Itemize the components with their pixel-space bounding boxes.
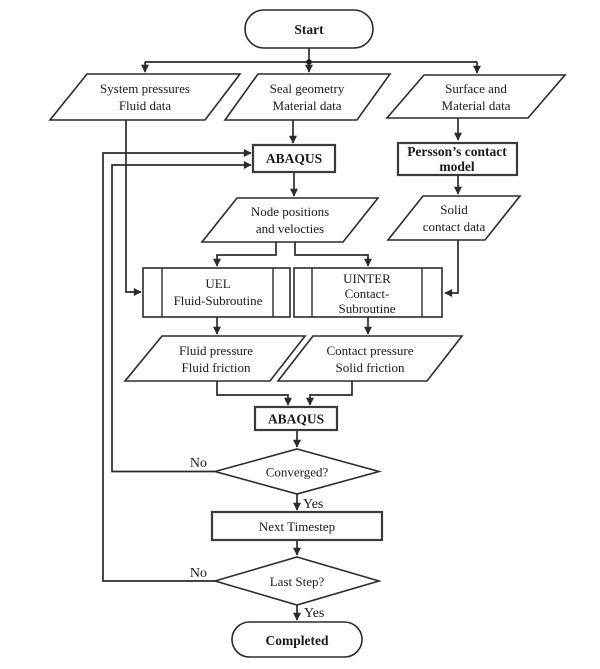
- converged-label: Converged?: [266, 465, 329, 480]
- fluid-pressure-line2: Fluid friction: [182, 360, 251, 375]
- edge-converged-no-feedback: [111, 161, 252, 473]
- node-fluid-pressure: Fluid pressure Fluid friction: [123, 335, 307, 382]
- node-contact-pressure: Contact pressure Solid friction: [276, 335, 464, 382]
- seal-geometry-line1: Seal geometry: [270, 81, 345, 96]
- completed-label: Completed: [266, 633, 329, 648]
- surface-material-line2: Material data: [442, 98, 511, 113]
- node-completed: Completed: [231, 621, 363, 658]
- abaqus1-rect: [251, 143, 337, 174]
- surface-material-line1: Surface and: [445, 81, 507, 96]
- persson-line2: model: [439, 159, 474, 174]
- start-label: Start: [294, 22, 324, 37]
- edge-node-positions-to-uel: [213, 242, 277, 267]
- seal-geometry-line2: Material data: [273, 98, 342, 113]
- uinter-line2: Contact-: [345, 286, 390, 301]
- node-positions-line1: Node positions: [251, 204, 329, 219]
- system-pressures-parallelogram: [48, 73, 242, 121]
- system-pressures-line2: Fluid data: [119, 98, 172, 113]
- edge-contact-pressure-to-abaqus2: [306, 381, 353, 406]
- contact-pressure-parallelogram: [276, 335, 464, 382]
- node-abaqus-2: ABAQUS: [253, 405, 339, 432]
- node-start: Start: [244, 9, 374, 49]
- last-step-label: Last Step?: [270, 574, 325, 589]
- converged-yes-label: Yes: [303, 497, 323, 512]
- edge-solid-contact-to-uinter: [444, 240, 459, 297]
- last-step-no-label: No: [190, 566, 207, 581]
- node-solid-contact: Solid contact data: [386, 195, 522, 241]
- edge-fluid-pressure-to-abaqus2: [216, 381, 292, 406]
- node-positions-line2: and velocties: [256, 221, 324, 236]
- uinter-line1: UINTER: [343, 271, 391, 286]
- node-uel: UEL Fluid-Subroutine: [142, 267, 291, 318]
- abaqus2-rect: [253, 405, 339, 432]
- node-persson: Persson’s contact model: [396, 141, 519, 177]
- system-pressures-line1: System pressures: [100, 81, 190, 96]
- uel-rect: [142, 267, 291, 318]
- uel-line1: UEL: [205, 276, 230, 291]
- fluid-pressure-line1: Fluid pressure: [179, 343, 253, 358]
- abaqus1-label: ABAQUS: [266, 151, 322, 166]
- edge-node-positions-to-uinter: [294, 242, 372, 267]
- persson-rect: [396, 141, 519, 177]
- surface-material-parallelogram: [385, 74, 567, 119]
- converged-no-label: No: [190, 456, 207, 471]
- contact-pressure-line1: Contact pressure: [326, 343, 413, 358]
- abaqus2-label: ABAQUS: [268, 412, 324, 427]
- contact-pressure-line2: Solid friction: [336, 360, 405, 375]
- uinter-rect: [293, 267, 443, 318]
- nodes: Start System pressures Fluid data Seal g…: [48, 9, 567, 658]
- last-step-diamond: [212, 556, 382, 606]
- solid-contact-line2: contact data: [423, 219, 486, 234]
- next-timestep-rect: [210, 510, 384, 542]
- solid-contact-parallelogram: [386, 195, 522, 241]
- last-step-yes-label: Yes: [304, 606, 324, 621]
- seal-geometry-parallelogram: [223, 73, 392, 121]
- node-node-positions: Node positions and velocties: [200, 197, 380, 243]
- completed-terminator-shape: [231, 621, 363, 658]
- persson-line1: Persson’s contact: [407, 144, 507, 159]
- converged-diamond: [211, 448, 383, 495]
- edges: [102, 48, 481, 621]
- node-system-pressures: System pressures Fluid data: [48, 73, 242, 121]
- edge-labels: No Yes No Yes: [190, 456, 325, 621]
- node-converged: Converged?: [211, 448, 383, 495]
- node-seal-geometry: Seal geometry Material data: [223, 73, 392, 121]
- edge-last-step-no-feedback: [102, 149, 252, 582]
- node-abaqus-1: ABAQUS: [251, 143, 337, 174]
- uel-line2: Fluid-Subroutine: [174, 293, 263, 308]
- branch-junction-dot: [306, 59, 312, 65]
- edge-system-pressures-to-uel: [125, 120, 142, 296]
- next-timestep-label: Next Timestep: [259, 519, 335, 534]
- start-terminator-shape: [244, 9, 374, 49]
- solid-contact-line1: Solid: [440, 202, 468, 217]
- uinter-line3: Subroutine: [338, 301, 395, 316]
- node-next-timestep: Next Timestep: [210, 510, 384, 542]
- node-surface-material: Surface and Material data: [385, 74, 567, 119]
- node-positions-parallelogram: [200, 197, 380, 243]
- node-last-step: Last Step?: [212, 556, 382, 606]
- fluid-pressure-parallelogram: [123, 335, 307, 382]
- node-uinter: UINTER Contact- Subroutine: [293, 267, 443, 318]
